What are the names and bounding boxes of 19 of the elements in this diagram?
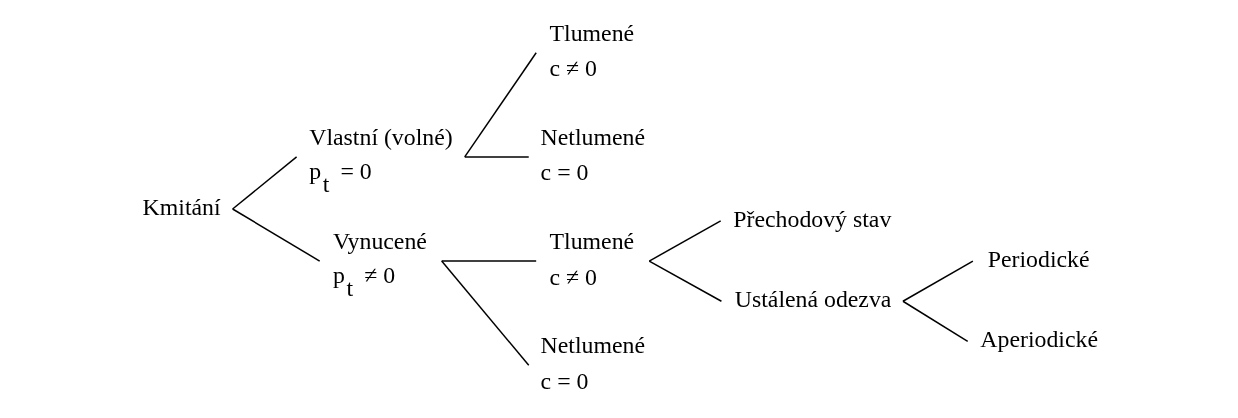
node-text: Tlumené c ≠ 0	[549, 227, 634, 290]
connector	[463, 156, 529, 158]
connector	[231, 156, 297, 210]
node-text: Periodické	[987, 245, 1090, 272]
connector	[463, 52, 537, 158]
node-text: Tlumené c ≠ 0	[549, 19, 634, 82]
connector	[901, 260, 974, 302]
connector	[648, 220, 721, 262]
node-text: Netlumené c = 0	[540, 123, 645, 186]
node-text: Aperiodické	[979, 326, 1098, 353]
connector	[440, 260, 529, 366]
node-text: Kmitání	[142, 193, 221, 220]
node-text: Ustálená odezva	[734, 285, 891, 312]
connector	[648, 260, 722, 302]
connector	[901, 300, 968, 343]
node-text: Přechodový stav	[732, 205, 891, 232]
connector	[440, 260, 537, 262]
node-text: Netlumené c = 0	[540, 332, 645, 394]
connector	[231, 208, 320, 262]
